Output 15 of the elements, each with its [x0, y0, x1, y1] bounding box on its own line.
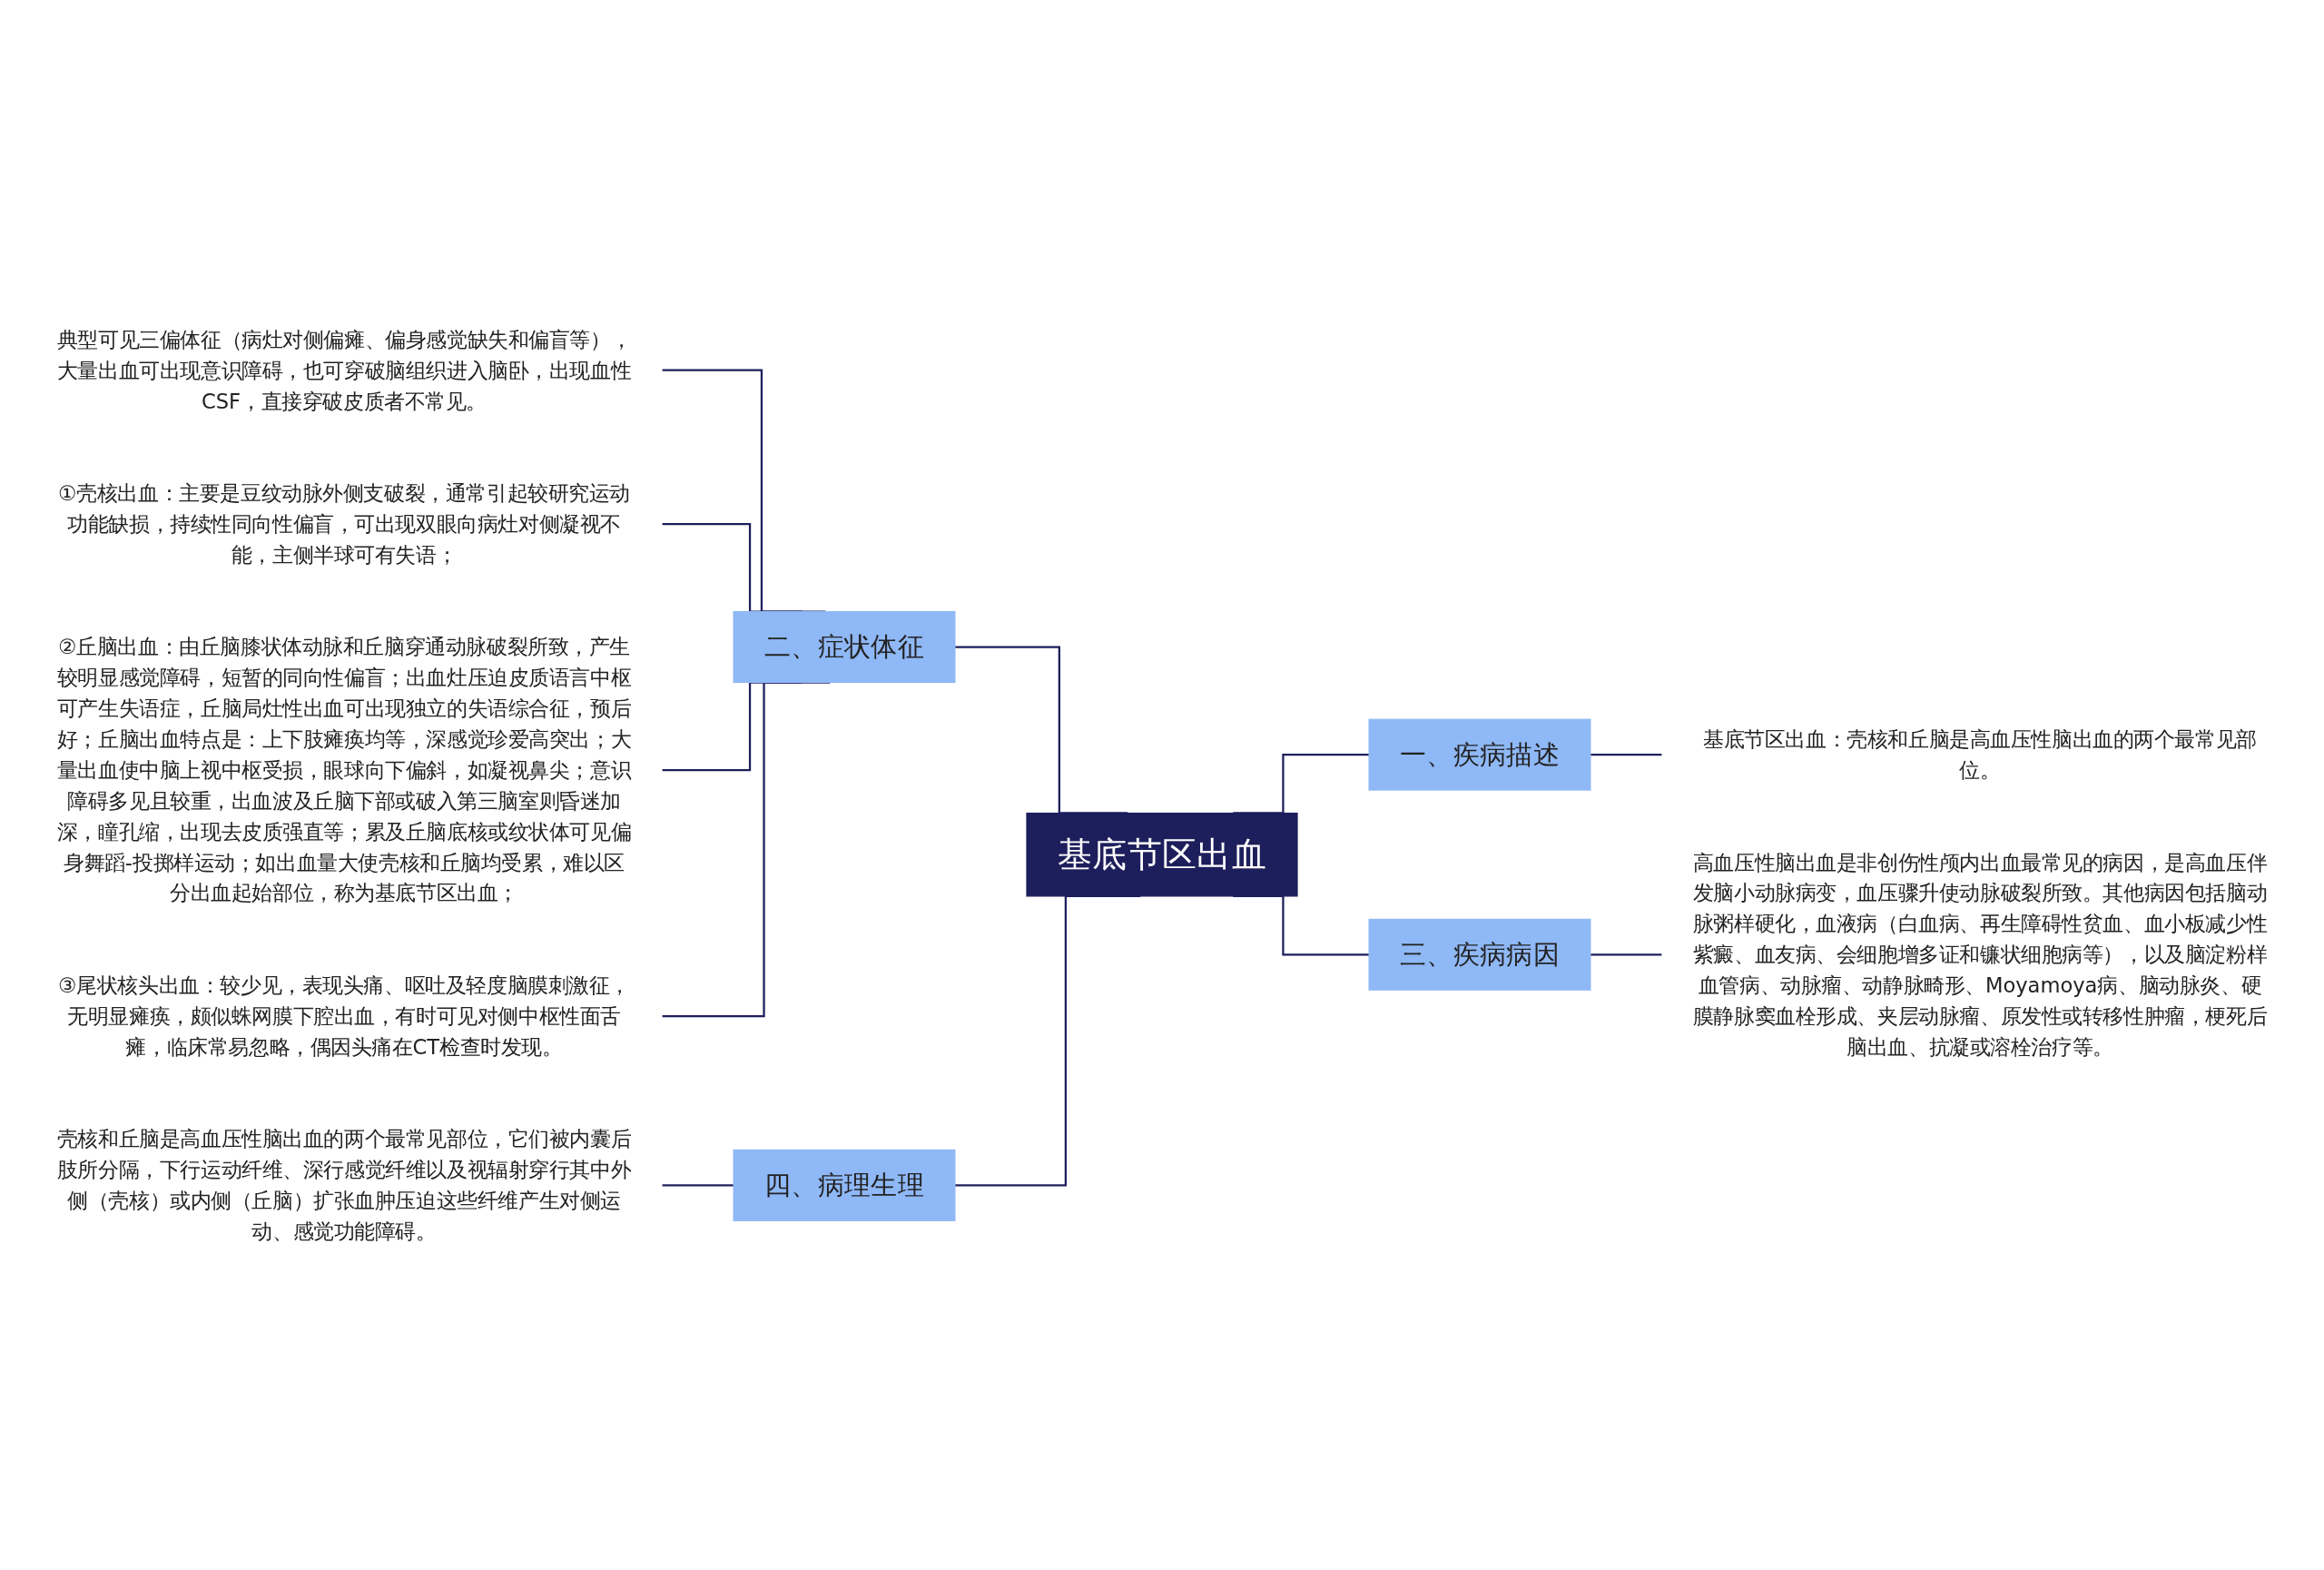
node-box: 四、病理生理: [733, 1149, 956, 1221]
node-text: 典型可见三偏体征（病灶对侧偏瘫、偏身感觉缺失和偏盲等），大量出血可出现意识障碍，也可穿破脑组织进入脑卧，出现血性CSF，直接穿破皮质者不常见。: [56, 326, 632, 413]
node-text: 高血压性脑出血是非创伤性颅内出血最常见的病因，是高血压伴发脑小动脉病变，血压骤升使动脉破裂所致。其他病因包括脑动脉粥样硬化，血液病（白血病、再生障碍性贫血、血小板减少性紫癜、血友病、会细胞增多证和镰状细胞病等），以及脑淀粉样血管病、动脉瘤、动静脉畸形、Moyamoya病、脑动脉炎、硬膜静脉窦血栓形成、夹层动脉瘤、原发性或转移性肿瘤，梗死后脑出血、抗凝或溶栓治疗等。: [1692, 849, 2268, 1059]
connector: [1590, 753, 1662, 755]
node-text: ②丘脑出血：由丘脑膝状体动脉和丘脑穿通动脉破裂所致，产生较明显感觉障碍，短暂的同向性偏盲；出血灶压迫皮质语言中枢可产生失语症，丘脑局灶性出血可出现独立的失语综合征，预后好；丘脑出血特点是：上下肢瘫痪均等，深感觉珍爱高突出；大量出血使中脑上视中枢受损，眼球向下偏斜，如凝视鼻尖；意识障碍多见且较重，出血波及丘脑下部或破入第三脑室则昏迷加深，瞳孔缩，出现去皮质强直等；累及丘脑底核或纹状体可见偏身舞蹈-投掷样运动；如出血量大使壳核和丘脑均受累，难以区分出血起始部位，称为基底节区出血；: [56, 634, 632, 905]
node-box: 二、症状体征: [733, 610, 956, 683]
node-box: 一、疾病描述: [1368, 718, 1591, 791]
node-text: 基底节区出血：壳核和丘脑是高血压性脑出血的两个最常见部位。: [1703, 726, 2257, 783]
connector: [662, 1183, 734, 1186]
node-box: 基底节区出血: [1026, 812, 1298, 896]
node-text: ③尾状核头出血：较少见，表现头痛、呕吐及轻度脑膜刺激征，无明显瘫痪，颇似蛛网膜下腔出血，有时可见对侧中枢性面舌瘫，临床常易忽略，偶因头痛在CT检查时发现。: [58, 973, 630, 1059]
connector: [1590, 953, 1662, 955]
node-box: 三、疾病病因: [1368, 918, 1591, 991]
node-text: ①壳核出血：主要是豆纹动脉外侧支破裂，通常引起较研究运动功能缺损，持续性同向性偏盲，可出现双眼向病灶对侧凝视不能，主侧半球可有失语；: [58, 480, 630, 568]
node-text: 壳核和丘脑是高血压性脑出血的两个最常见部位，它们被内囊后肢所分隔，下行运动纤维、深行感觉纤维以及视辐射穿行其中外侧（壳核）或内侧（丘脑）扩张血肿压迫这些纤维产生对侧运动、感觉功能障碍。: [56, 1126, 632, 1244]
